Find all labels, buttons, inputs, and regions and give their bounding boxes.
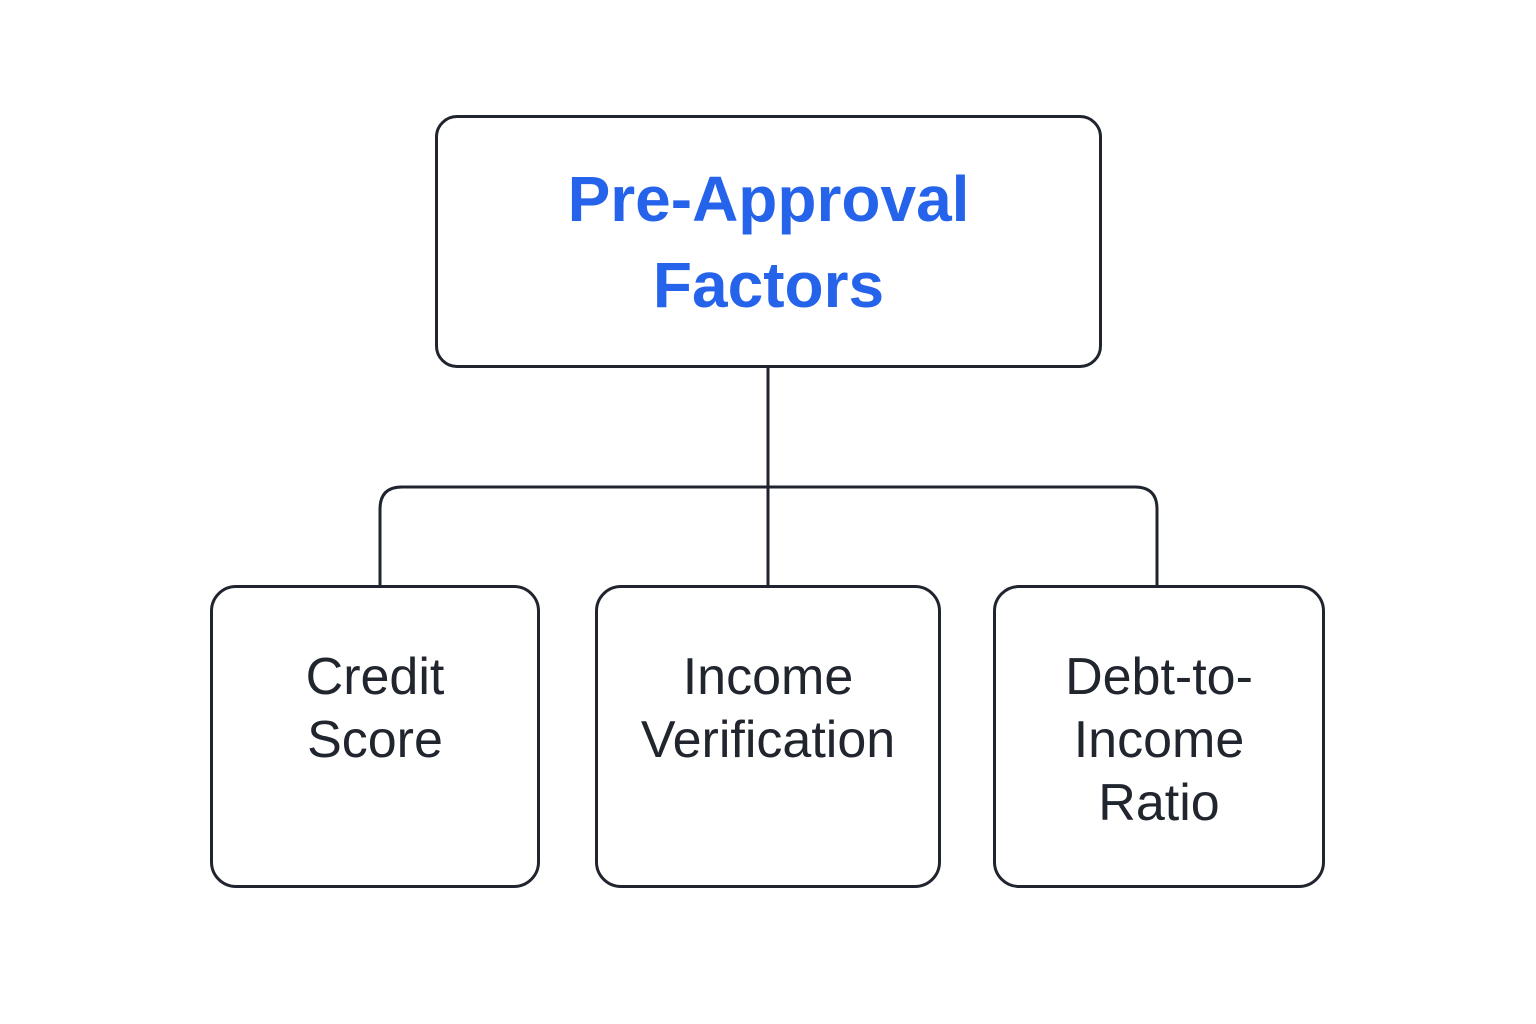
node-debt-to-income-ratio-label: Debt-to- Income Ratio <box>1065 648 1253 832</box>
node-credit-score: Credit Score <box>210 585 540 888</box>
node-pre-approval-factors: Pre-Approval Factors <box>435 115 1102 368</box>
node-credit-score-label: Credit Score <box>305 648 445 769</box>
node-debt-to-income-ratio: Debt-to- Income Ratio <box>993 585 1325 888</box>
node-income-verification-label: Income Verification <box>640 648 896 769</box>
connector-bus-left-right <box>378 485 1159 585</box>
node-income-verification: Income Verification <box>595 585 941 888</box>
node-pre-approval-factors-label: Pre-Approval Factors <box>567 162 970 321</box>
